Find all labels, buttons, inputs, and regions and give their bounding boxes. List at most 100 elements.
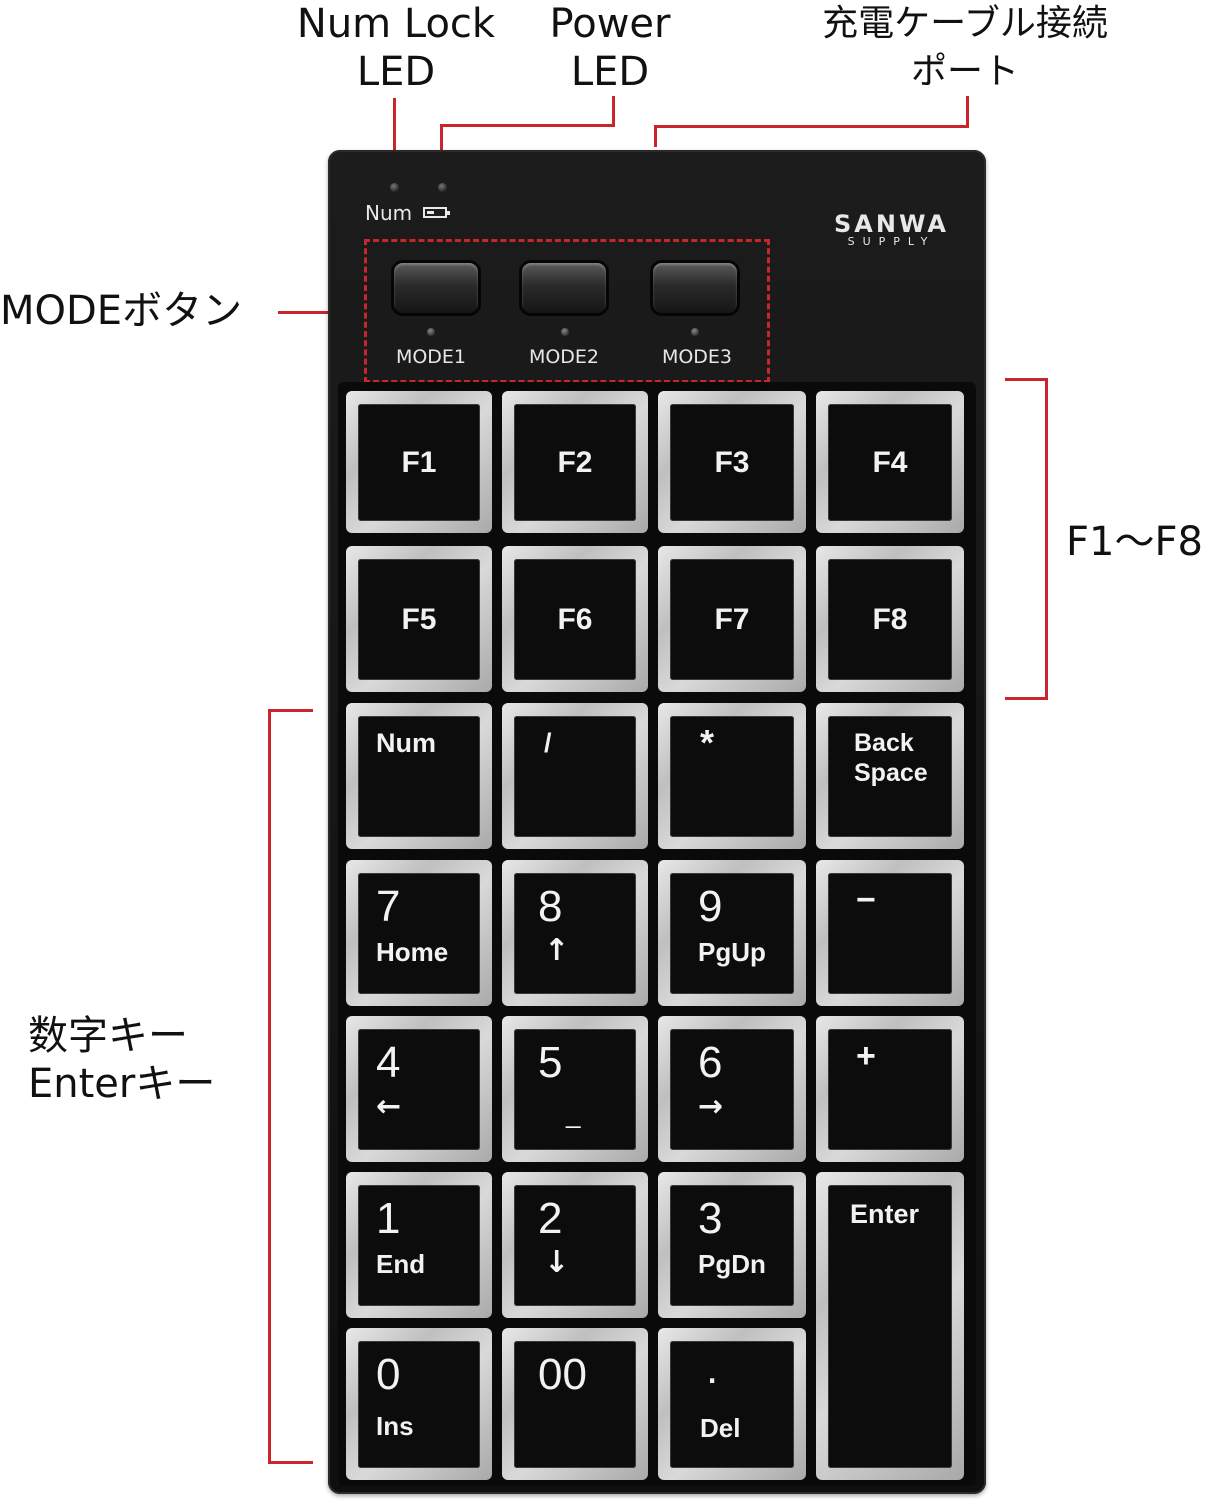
brand-line2: SUPPLY — [847, 235, 936, 248]
key-num[interactable]: Num — [346, 703, 492, 849]
keycap: 7 Home — [358, 873, 480, 994]
f-keys-callout: F1〜F8 — [1066, 518, 1203, 566]
key-dot[interactable]: . Del — [658, 1328, 806, 1480]
keycap: 2 ↓ — [514, 1185, 636, 1306]
mode3-led — [691, 328, 699, 336]
key-main-label: 1 — [376, 1194, 401, 1243]
key-4[interactable]: 4 ← — [346, 1016, 492, 1162]
key-f4[interactable]: F4 — [816, 391, 964, 533]
key-7[interactable]: 7 Home — [346, 860, 492, 1006]
numkeys-bracket-bottom — [268, 1461, 313, 1464]
brand-line1: SANWA — [834, 210, 949, 238]
key-asterisk[interactable]: * — [658, 703, 806, 849]
key-label: / — [544, 728, 552, 758]
key-label: F8 — [872, 602, 908, 636]
key-3[interactable]: 3 PgDn — [658, 1172, 806, 1318]
key-main-label: 6 — [698, 1038, 723, 1087]
keycap: + — [828, 1029, 952, 1150]
key-f2[interactable]: F2 — [502, 391, 648, 533]
mode2-led — [561, 328, 569, 336]
brand-logo: SANWA SUPPLY — [834, 210, 949, 248]
keycap: 3 PgDn — [670, 1185, 794, 1306]
key-f3[interactable]: F3 — [658, 391, 806, 533]
power-leader-h — [440, 124, 615, 127]
callout-line: ポート — [910, 51, 1019, 92]
callout-line: 数字キー — [28, 1013, 188, 1059]
key-main-label: 2 — [538, 1194, 563, 1243]
key-main-label: 5 — [538, 1038, 563, 1087]
keycap: F4 — [828, 404, 952, 521]
keycap: / — [514, 716, 636, 837]
mode2-label: MODE2 — [528, 346, 600, 368]
callout-line: LED — [570, 49, 650, 95]
key-5[interactable]: 5 _ — [502, 1016, 648, 1162]
port-leader-h — [654, 125, 969, 128]
key-label: F7 — [714, 602, 750, 636]
key-0[interactable]: 0 Ins — [346, 1328, 492, 1480]
numlock-led — [390, 183, 399, 192]
key-00[interactable]: 00 — [502, 1328, 648, 1480]
key-6[interactable]: 6 → — [658, 1016, 806, 1162]
keycap: F2 — [514, 404, 636, 521]
key-label: F4 — [872, 445, 908, 479]
power-led-callout: Power LED — [535, 0, 685, 96]
key-slash[interactable]: / — [502, 703, 648, 849]
key-f6[interactable]: F6 — [502, 546, 648, 692]
key-8[interactable]: 8 ↑ — [502, 860, 648, 1006]
up-arrow-icon: ↑ — [544, 933, 570, 968]
charge-port-callout: 充電ケーブル接続 ポート — [792, 0, 1138, 96]
keycap: 8 ↑ — [514, 873, 636, 994]
callout-line: MODEボタン — [0, 288, 243, 334]
key-9[interactable]: 9 PgUp — [658, 860, 806, 1006]
keycap: 00 — [514, 1341, 636, 1468]
key-label: * — [700, 722, 715, 763]
key-label-line1: Back — [854, 729, 914, 757]
mode3-button[interactable] — [653, 263, 737, 313]
keycap: − — [828, 873, 952, 994]
key-label: + — [856, 1037, 876, 1075]
keycap: F3 — [670, 404, 794, 521]
key-f8[interactable]: F8 — [816, 546, 964, 692]
mode2-button[interactable] — [522, 263, 606, 313]
callout-line: Num Lock — [296, 1, 496, 47]
mode-buttons-highlight — [364, 239, 770, 383]
numlock-led-callout: Num Lock LED — [276, 0, 516, 96]
key-minus[interactable]: − — [816, 860, 964, 1006]
key-backspace[interactable]: Back Space — [816, 703, 964, 849]
key-main-label: 3 — [698, 1194, 723, 1243]
key-main-label: 4 — [376, 1038, 401, 1087]
key-main-label: 8 — [538, 882, 563, 931]
fkeys-bracket-top — [1005, 378, 1048, 381]
key-2[interactable]: 2 ↓ — [502, 1172, 648, 1318]
key-main-label: 7 — [376, 882, 401, 931]
key-label: Back Space — [854, 728, 928, 788]
keycap: F8 — [828, 559, 952, 680]
key-label: Num — [376, 728, 436, 758]
mode1-label: MODE1 — [395, 346, 467, 368]
key-main-label: . — [706, 1344, 719, 1393]
key-main-label: 00 — [538, 1350, 587, 1399]
numkeys-bracket-top — [268, 709, 313, 712]
key-label: F3 — [714, 445, 750, 479]
key-sub-label: PgUp — [698, 937, 766, 967]
numkeys-bracket-v — [268, 709, 271, 1464]
callout-line: F1〜F8 — [1066, 519, 1203, 565]
mode-leader-h — [278, 311, 366, 314]
key-1[interactable]: 1 End — [346, 1172, 492, 1318]
key-label-line2: Space — [854, 759, 928, 787]
keycap: 9 PgUp — [670, 873, 794, 994]
key-f7[interactable]: F7 — [658, 546, 806, 692]
key-plus[interactable]: + — [816, 1016, 964, 1162]
left-arrow-icon: ← — [376, 1089, 402, 1124]
key-label: F2 — [557, 445, 593, 479]
keycap: 5 _ — [514, 1029, 636, 1150]
keycap: * — [670, 716, 794, 837]
keycap: F5 — [358, 559, 480, 680]
keycap: . Del — [670, 1341, 794, 1468]
mode1-button[interactable] — [394, 263, 478, 313]
key-f5[interactable]: F5 — [346, 546, 492, 692]
key-f1[interactable]: F1 — [346, 391, 492, 533]
callout-line: LED — [356, 49, 436, 95]
key-enter[interactable]: Enter — [816, 1172, 964, 1480]
power-led — [438, 183, 447, 192]
